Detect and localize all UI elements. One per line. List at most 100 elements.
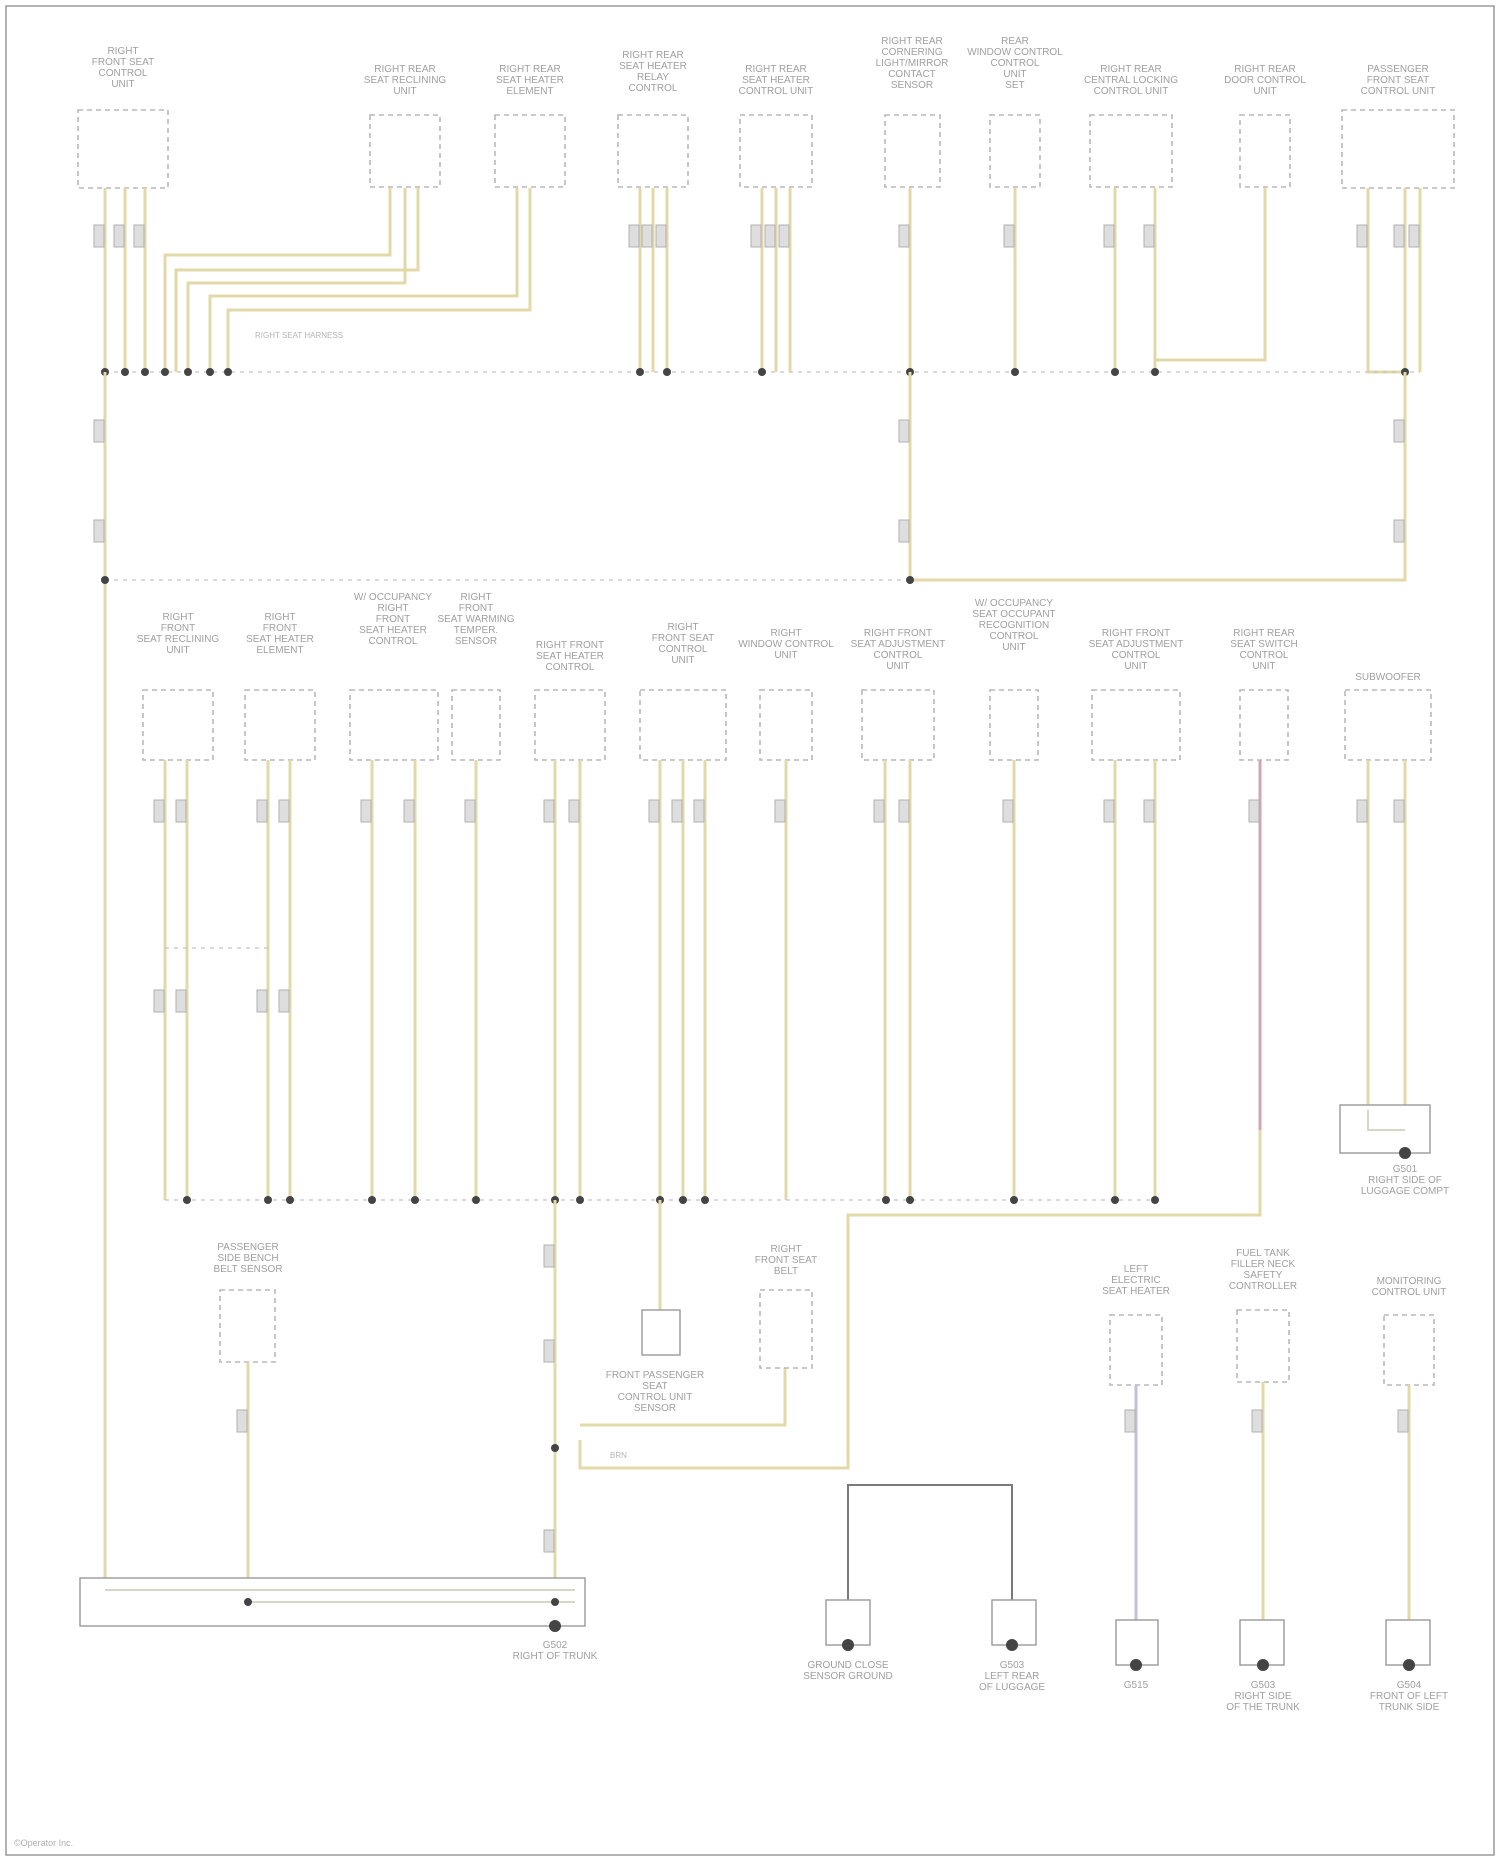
svg-text:RIGHTFRONT SEATBELT: RIGHTFRONT SEATBELT [755,1244,817,1277]
connector-tab [544,1530,554,1552]
component-box-m10 [1092,690,1180,760]
component-box-m12 [1345,690,1431,760]
component-box-t4 [618,115,688,187]
component-box-l2 [760,1290,812,1368]
component-box-m5 [535,690,605,760]
connector-tab [176,800,186,822]
connector-tab [1125,1410,1135,1432]
splice-dot [551,1444,559,1452]
svg-text:FRONT PASSENGERSEATCONTROL UNI: FRONT PASSENGERSEATCONTROL UNITSENSOR [606,1370,705,1414]
component-box-l3 [1110,1315,1162,1385]
component-box-l4 [1237,1310,1289,1382]
connector-tab [257,990,267,1012]
ground-point-g515 [1130,1659,1142,1671]
ground-block-g504 [1386,1620,1430,1665]
ground-point-b4 [842,1639,854,1651]
connector-tab [544,800,554,822]
top-component-row [78,110,1454,188]
connector-tab [899,800,909,822]
connector-tab [642,225,652,247]
connector-tab [361,800,371,822]
component-box-m3 [350,690,438,760]
connector-tab [899,520,909,542]
connector-tab [1249,800,1259,822]
connector-tab [176,990,186,1012]
connector-tab [114,225,124,247]
connector-tab [404,800,414,822]
svg-text:PASSENGERSIDE BENCHBELT SENSOR: PASSENGERSIDE BENCHBELT SENSOR [213,1242,282,1275]
connector-tab [1144,225,1154,247]
connector-tab [134,225,144,247]
component-box-m8 [862,690,934,760]
component-box-t3 [495,115,565,187]
connector-tab [1252,1410,1262,1432]
low-component-row [220,1290,1434,1385]
ground-block-g515 [1116,1620,1158,1665]
connector-tab [1004,225,1014,247]
connector-tab [1409,225,1419,247]
top-wires [105,188,1420,372]
ground-point-g503 [1006,1639,1018,1651]
component-box-m4 [452,690,500,760]
component-box-m11 [1240,690,1288,760]
svg-text:SUBWOOFER: SUBWOOFER [1355,672,1421,683]
riser-wires [105,372,1405,1580]
mid-component-labels: RIGHTFRONTSEAT RECLININGUNIT RIGHTFRONTS… [137,592,1421,683]
connector-tab [649,800,659,822]
ground-blocks [80,1105,1430,1671]
connector-tab [899,225,909,247]
connector-tab [544,1340,554,1362]
ground-point-g504 [1403,1659,1415,1671]
connector-tab [1394,520,1404,542]
connector-tab [1357,225,1367,247]
ground-block-g503b [1240,1620,1284,1665]
component-box-l5 [1384,1315,1434,1385]
connector-tab [544,1245,554,1267]
connector-tab [154,800,164,822]
connector-tab [874,800,884,822]
sensor-box [642,1310,680,1355]
svg-text:RIGHT FRONTSEAT ADJUSTMENTCONT: RIGHT FRONTSEAT ADJUSTMENTCONTROLUNIT [1089,628,1184,672]
splice-dot [101,576,109,584]
ground-point-g502 [549,1620,561,1632]
component-box-t8 [1090,115,1172,187]
component-box-m6 [640,690,726,760]
component-box-l1 [220,1290,275,1362]
component-box-t7 [990,115,1040,187]
svg-text:RIGHTFRONT SEATCONTROLUNIT: RIGHTFRONT SEATCONTROLUNIT [92,46,154,90]
connector-tab [1394,225,1404,247]
connector-tab [1104,225,1114,247]
mid-component-row [143,690,1431,760]
ground-block-b4 [826,1600,870,1645]
connector-tab [629,225,639,247]
splice-note: RIGHT SEAT HARNESS [255,331,343,340]
connector-tab [779,225,789,247]
ground-point-g501 [1399,1147,1411,1159]
connector-tab [94,420,104,442]
component-box-m9 [990,690,1038,760]
connector-tab [1144,800,1154,822]
svg-text:RIGHT REARSEAT HEATERELEMENT: RIGHT REARSEAT HEATERELEMENT [496,64,564,97]
connector-tab [94,520,104,542]
